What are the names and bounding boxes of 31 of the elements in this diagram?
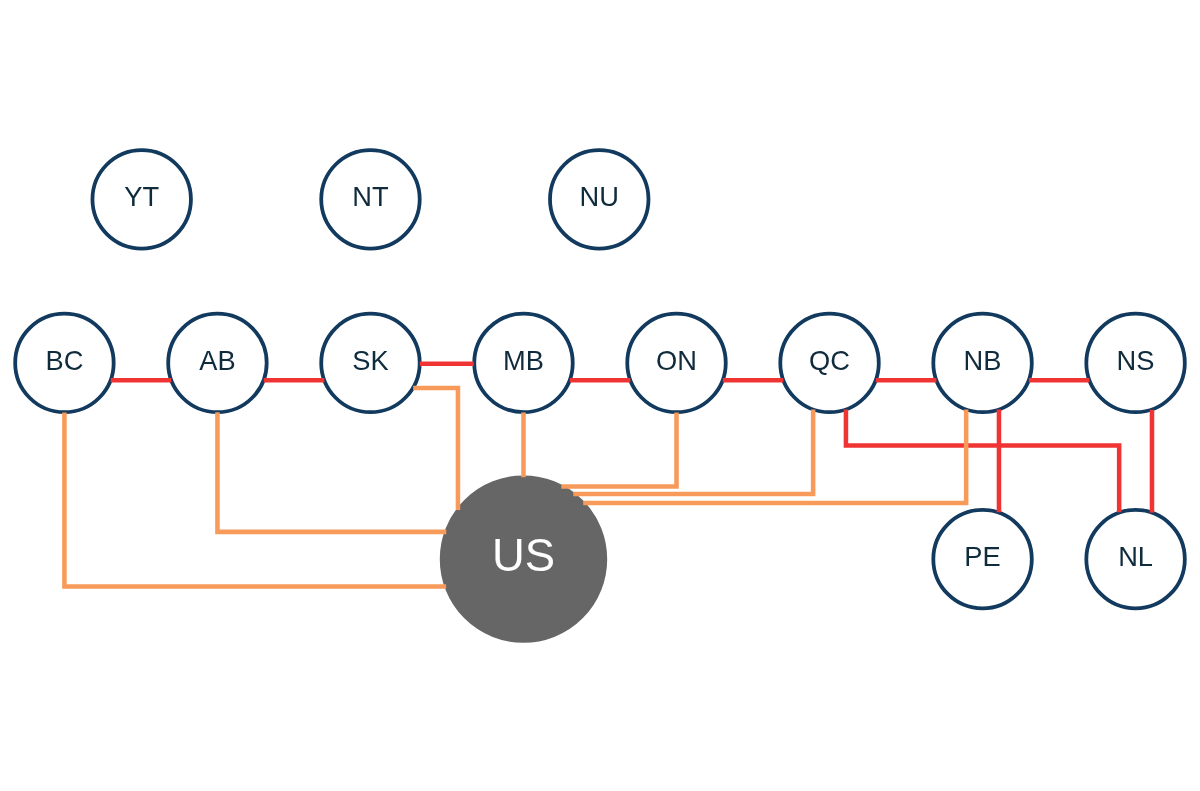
node-circle: YT [90,148,193,251]
node-circle: ON [625,311,728,415]
connector [62,412,447,589]
connector [419,361,474,366]
connector [722,378,784,383]
node-circle: NS [1084,311,1187,415]
connector [875,378,937,383]
node-circle: PE [931,508,1034,611]
connector [263,378,325,383]
node-circle: QC [778,311,881,415]
connector [1149,409,1155,513]
connector [996,409,1002,513]
connector [561,412,679,489]
node-circle: NL [1084,508,1187,611]
connector [215,412,447,535]
connector [569,378,631,383]
connector [413,385,461,511]
connector [573,409,816,497]
node-circle: NT [319,148,422,251]
connector [1028,378,1090,383]
node-circle: US [439,475,608,643]
node-circle: BC [13,311,116,415]
connector [843,409,1122,513]
node-circle: SK [319,311,422,415]
node-circle: AB [166,311,269,415]
connector [521,412,526,478]
connector [110,378,172,383]
node-circle: MB [472,311,575,415]
node-circle: NB [931,311,1034,415]
connector [583,409,969,506]
node-circle: NU [548,148,651,251]
